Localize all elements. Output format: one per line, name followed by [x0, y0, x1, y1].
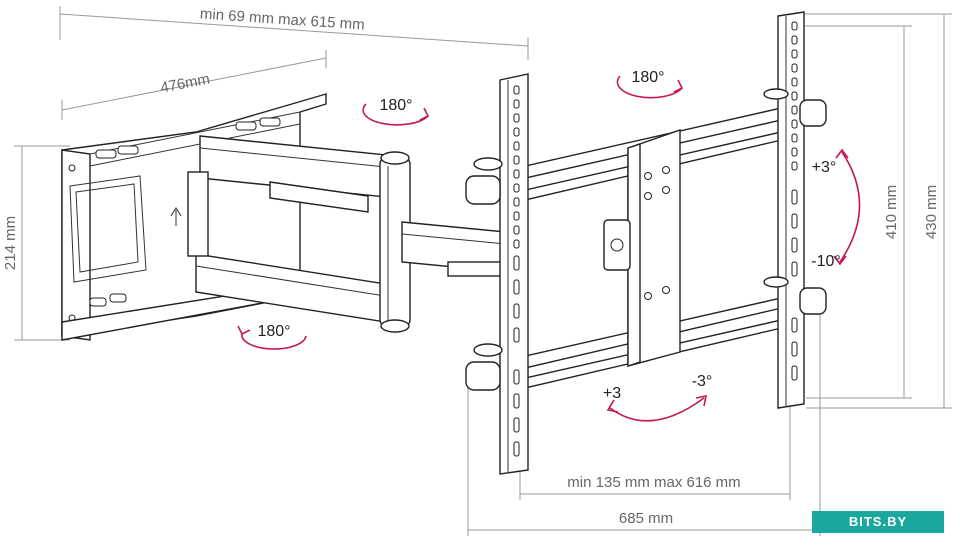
dimension-lines: [14, 6, 952, 536]
total-height-label: 430 mm: [923, 185, 940, 239]
swivel-bottom-left-label: 180°: [257, 323, 290, 340]
right-bar-holes: [791, 21, 798, 381]
swivel-top-right-label: 180°: [631, 69, 664, 86]
tv-bracket: [465, 11, 827, 475]
left-bar-holes: [513, 85, 520, 457]
tilt-up-label: +3°: [812, 159, 837, 176]
wall-plate-height-label: 214 mm: [2, 216, 19, 270]
rotation-arrows: [237, 75, 861, 422]
total-width-label: 685 mm: [619, 510, 673, 527]
wall-plate-width-label: 476mm: [159, 70, 211, 96]
vesa-height-label: 410 mm: [883, 185, 900, 239]
swing-arms: [187, 135, 509, 333]
vesa-width-label: min 135 mm max 616 mm: [567, 474, 740, 491]
brand-logo: BITS.BY: [812, 511, 944, 533]
level-minus-label: -3°: [692, 373, 713, 390]
swivel-top-left-label: 180°: [379, 97, 412, 114]
tilt-down-label: -10°: [811, 253, 841, 270]
level-plus-label: +3: [603, 385, 621, 402]
